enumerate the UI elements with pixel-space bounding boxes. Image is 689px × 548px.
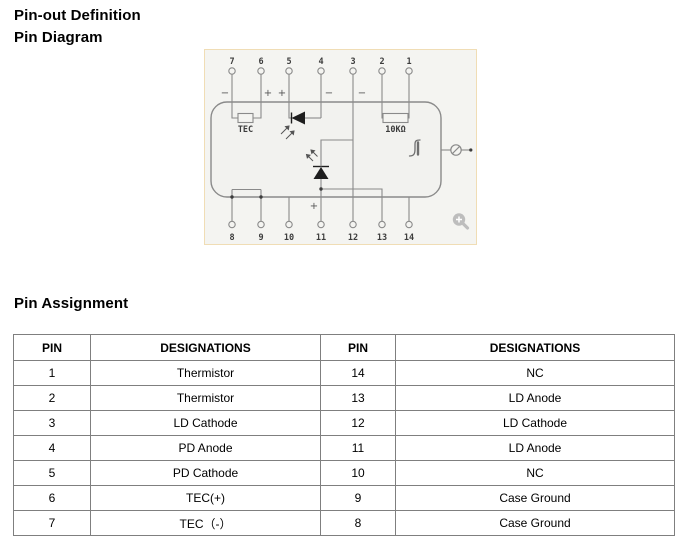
pin4-minus-sign: − — [325, 88, 333, 99]
designation-cell: TEC（-） — [90, 510, 321, 536]
table-row: 7 TEC（-） 8 Case Ground — [13, 510, 675, 536]
table-row: 6 TEC(+) 9 Case Ground — [13, 485, 675, 511]
designation-cell: LD Cathode — [395, 410, 675, 436]
pin-cell: 4 — [13, 435, 91, 461]
pin-diagram-figure: 7 6 5 4 3 2 1 8 9 10 11 12 13 14 − + + −… — [204, 49, 477, 245]
designation-cell: LD Anode — [395, 385, 675, 411]
top-pin-terminals — [228, 67, 413, 75]
designation-cell: Case Ground — [395, 485, 675, 511]
pin7-minus-sign: − — [221, 88, 229, 99]
pin-12-label: 12 — [348, 233, 358, 243]
pin-11-label: 11 — [316, 233, 326, 243]
pin-cell: 9 — [320, 485, 396, 511]
designation-cell: PD Cathode — [90, 460, 321, 486]
table-header-row: PIN DESIGNATIONS PIN DESIGNATIONS — [13, 334, 675, 361]
tec-element: TEC — [237, 112, 254, 135]
pin-cell: 7 — [13, 510, 91, 536]
pin-cell: 11 — [320, 435, 396, 461]
table-row: 1 Thermistor 14 NC — [13, 360, 675, 386]
pin-cell: 12 — [320, 410, 396, 436]
thermistor-icon — [382, 112, 409, 124]
pin-7-label: 7 — [229, 57, 234, 67]
pin-assignment-heading: Pin Assignment — [14, 295, 129, 312]
designation-cell: LD Cathode — [90, 410, 321, 436]
fiber-output-icon — [441, 144, 473, 156]
table-row: 4 PD Anode 11 LD Anode — [13, 435, 675, 461]
pin-cell: 8 — [320, 510, 396, 536]
thermistor-label: 10KΩ — [385, 125, 405, 135]
tec-label: TEC — [238, 125, 253, 135]
pin-assignment-table: PIN DESIGNATIONS PIN DESIGNATIONS 1 Ther… — [13, 334, 675, 536]
pin3-minus-sign: − — [358, 88, 366, 99]
pin-diagram-svg: 7 6 5 4 3 2 1 8 9 10 11 12 13 14 − + + −… — [210, 57, 473, 243]
case-ground-dots — [230, 195, 263, 199]
page-title: Pin-out Definition — [14, 7, 141, 24]
pin-3-label: 3 — [350, 57, 355, 67]
header-designations-left: DESIGNATIONS — [90, 334, 321, 361]
pin6-plus-sign: + — [264, 88, 272, 99]
pin-9-label: 9 — [258, 233, 263, 243]
designation-cell: Thermistor — [90, 385, 321, 411]
laser-diode-icon — [305, 139, 353, 191]
polarity-signs: − + + − − + — [221, 88, 366, 212]
pin-8-label: 8 — [229, 233, 234, 243]
pin-1-label: 1 — [406, 57, 411, 67]
pin-cell: 3 — [13, 410, 91, 436]
pin-cell: 1 — [13, 360, 91, 386]
pin5-plus-sign: + — [278, 88, 286, 99]
pin-5-label: 5 — [286, 57, 291, 67]
photodiode-icon — [280, 111, 321, 140]
designation-cell: Thermistor — [90, 360, 321, 386]
designation-cell: NC — [395, 460, 675, 486]
pin-2-label: 2 — [379, 57, 384, 67]
pin-14-label: 14 — [404, 233, 414, 243]
pin-diagram-heading: Pin Diagram — [14, 29, 103, 46]
designation-cell: NC — [395, 360, 675, 386]
pin-10-label: 10 — [284, 233, 294, 243]
table-row: 2 Thermistor 13 LD Anode — [13, 385, 675, 411]
header-pin-left: PIN — [13, 334, 91, 361]
pin-4-label: 4 — [318, 57, 323, 67]
pin11-plus-sign: + — [310, 201, 318, 212]
pin-6-label: 6 — [258, 57, 263, 67]
pin-cell: 13 — [320, 385, 396, 411]
tec-icon — [237, 112, 254, 124]
designation-cell: PD Anode — [90, 435, 321, 461]
pin-cell: 10 — [320, 460, 396, 486]
waveform-icon — [408, 139, 421, 157]
designation-cell: LD Anode — [395, 435, 675, 461]
designation-cell: Case Ground — [395, 510, 675, 536]
bottom-pin-leads — [231, 179, 410, 222]
bottom-pin-numbers: 8 9 10 11 12 13 14 — [229, 233, 414, 243]
thermistor-element: 10KΩ — [382, 112, 409, 135]
designation-cell: TEC(+) — [90, 485, 321, 511]
header-pin-right: PIN — [320, 334, 396, 361]
header-designations-right: DESIGNATIONS — [395, 334, 675, 361]
pin-13-label: 13 — [377, 233, 387, 243]
table-row: 5 PD Cathode 10 NC — [13, 460, 675, 486]
pin-cell: 5 — [13, 460, 91, 486]
table-row: 3 LD Cathode 12 LD Cathode — [13, 410, 675, 436]
zoom-icon[interactable] — [452, 213, 470, 230]
bottom-pin-terminals — [228, 220, 413, 229]
top-pin-numbers: 7 6 5 4 3 2 1 — [229, 57, 411, 67]
pin-cell: 2 — [13, 385, 91, 411]
pin-cell: 6 — [13, 485, 91, 511]
pin-cell: 14 — [320, 360, 396, 386]
